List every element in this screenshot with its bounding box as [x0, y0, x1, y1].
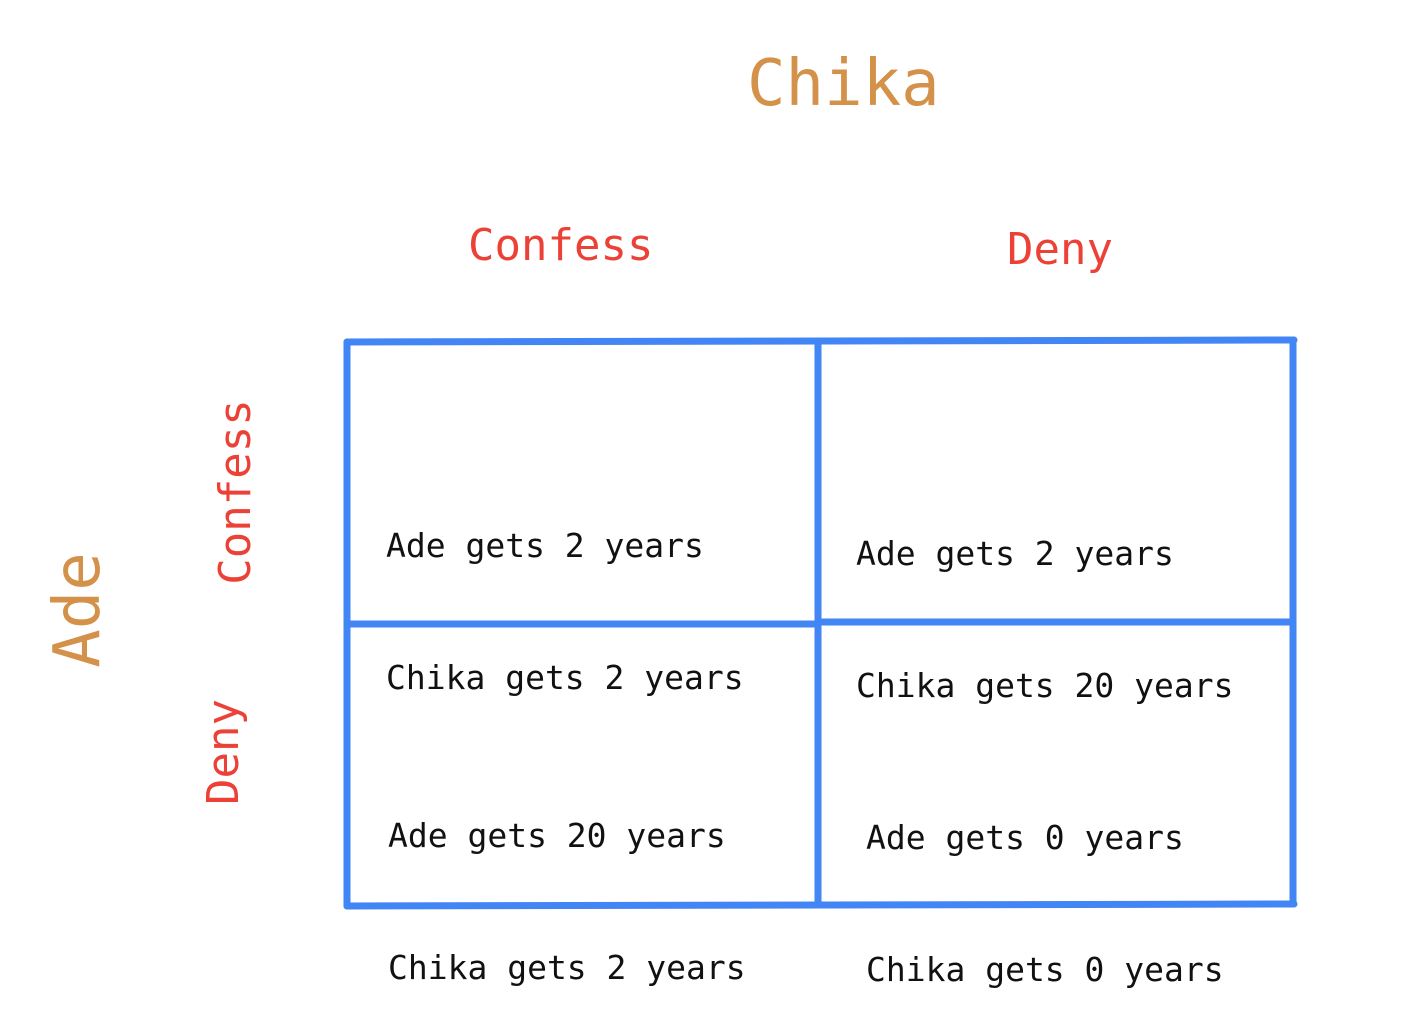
column-strategy-deny: Deny [1007, 224, 1113, 275]
cell-confess-deny: Ade gets 2 years Chika gets 20 years [856, 444, 1234, 752]
cell-ade-payoff: Ade gets 2 years [856, 534, 1174, 573]
grid-top-line [343, 336, 1298, 346]
cell-chika-payoff: Chika gets 2 years [388, 948, 746, 987]
column-player-label: Chika [747, 47, 940, 121]
cell-deny-confess: Ade gets 20 years Chika gets 2 years [388, 726, 746, 1034]
cell-confess-confess: Ade gets 2 years Chika gets 2 years [386, 436, 744, 744]
cell-chika-payoff: Chika gets 2 years [386, 658, 744, 697]
cell-ade-payoff: Ade gets 0 years [866, 818, 1184, 857]
cell-chika-payoff: Chika gets 20 years [856, 666, 1234, 705]
cell-ade-payoff: Ade gets 2 years [386, 526, 704, 565]
column-strategy-confess: Confess [468, 220, 654, 271]
cell-chika-payoff: Chika gets 0 years [866, 950, 1224, 989]
cell-deny-deny: Ade gets 0 years Chika gets 0 years [866, 728, 1224, 1036]
cell-ade-payoff: Ade gets 20 years [388, 816, 726, 855]
